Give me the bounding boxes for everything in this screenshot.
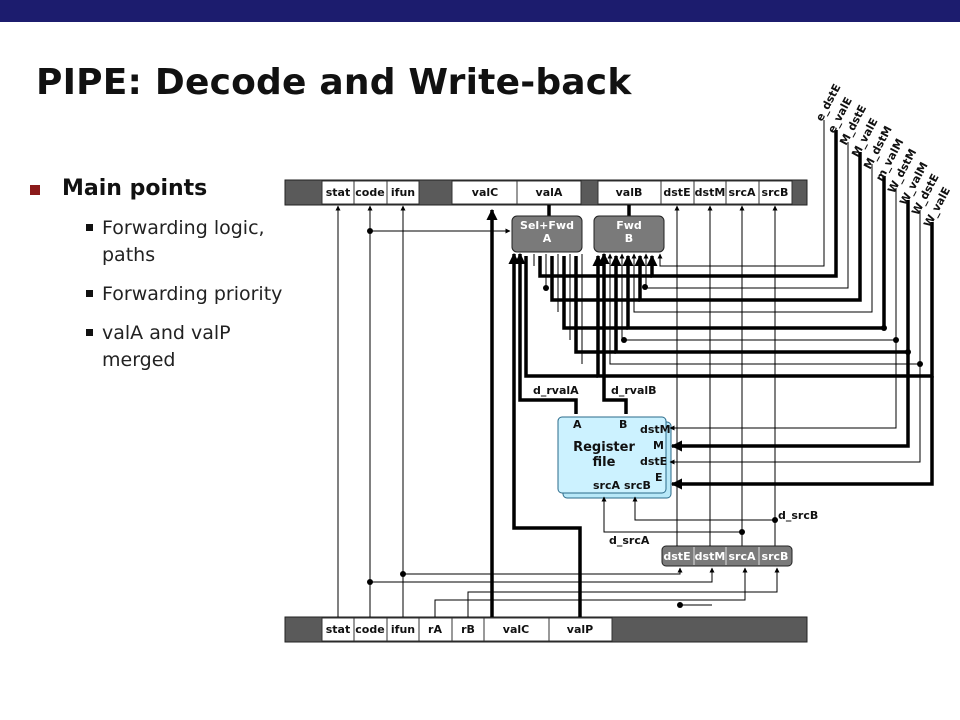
bullet-item: Forwarding logic, paths bbox=[28, 215, 328, 269]
fwd-b-label: Fwd bbox=[616, 219, 642, 232]
d-field-label: valP bbox=[567, 623, 593, 636]
decode-output-wires bbox=[674, 205, 778, 546]
d-field-label: stat bbox=[326, 623, 351, 636]
e-field-label: stat bbox=[326, 186, 351, 199]
decode-field-label: srcB bbox=[762, 550, 789, 563]
e-field-label: srcB bbox=[762, 186, 789, 199]
d-rvalb-label: d_rvalB bbox=[611, 384, 657, 397]
junction-dots bbox=[367, 228, 923, 608]
e-field-label: ifun bbox=[391, 186, 415, 199]
e-field-label: code bbox=[355, 186, 384, 199]
d-srca-label: d_srcA bbox=[609, 534, 650, 547]
sel-fwd-label: Sel+Fwd bbox=[520, 219, 574, 232]
e-field-label: dstE bbox=[663, 186, 690, 199]
regfile-title: Register bbox=[573, 440, 635, 455]
e-field-label: dstM bbox=[695, 186, 726, 199]
e-field-label: valC bbox=[472, 186, 498, 199]
bullet-item-text: paths bbox=[102, 244, 156, 266]
fwd-b-label: B bbox=[625, 232, 633, 245]
regfile-e: E bbox=[655, 471, 663, 484]
pass-through-wires bbox=[335, 205, 780, 617]
d-field-label: code bbox=[355, 623, 384, 636]
e-field-label: valA bbox=[536, 186, 563, 199]
e-field-label: srcA bbox=[728, 186, 755, 199]
regfile-srcb: srcB bbox=[624, 479, 651, 492]
bullet-main-text: Main points bbox=[62, 176, 208, 201]
d-srcb-label: d_srcB bbox=[778, 509, 818, 522]
d-rvala-label: d_rvalA bbox=[533, 384, 579, 397]
d-field-label: ifun bbox=[391, 623, 415, 636]
decode-field-label: srcA bbox=[728, 550, 755, 563]
d-field-label: valC bbox=[503, 623, 529, 636]
bullet-item: Forwarding priority bbox=[28, 281, 328, 308]
forwarding-wires bbox=[524, 120, 934, 378]
bullet-item-text: Forwarding priority bbox=[102, 283, 283, 305]
bullet-square-icon bbox=[86, 290, 93, 297]
fwd-b-block bbox=[593, 215, 665, 253]
bullet-item-text: Forwarding logic, bbox=[102, 217, 265, 239]
thick-data-paths bbox=[486, 205, 631, 617]
regfile-srca: srcA bbox=[593, 479, 620, 492]
regfile-title: file bbox=[593, 455, 616, 470]
sel-fwd-a-block bbox=[511, 215, 583, 253]
top-bar bbox=[0, 0, 960, 22]
sel-fwd-label: A bbox=[543, 232, 552, 245]
bullet-square-icon bbox=[30, 185, 40, 195]
regfile-port-a: A bbox=[573, 418, 582, 431]
bullet-list: Main points Forwarding logic, paths Forwa… bbox=[28, 176, 328, 374]
d-field-label: rB bbox=[461, 623, 475, 636]
bullet-square-icon bbox=[86, 224, 93, 231]
decode-field-label: dstE bbox=[663, 550, 690, 563]
bullet-main: Main points bbox=[28, 176, 328, 201]
regfile-port-b: B bbox=[619, 418, 627, 431]
bullet-square-icon bbox=[86, 329, 93, 336]
regfile-dste: dstE bbox=[640, 455, 667, 468]
slide-title: PIPE: Decode and Write-back bbox=[36, 62, 632, 103]
d-field-label: rA bbox=[428, 623, 442, 636]
bullet-item-text: merged bbox=[102, 349, 176, 371]
regfile-dstm: dstM bbox=[640, 423, 671, 436]
regfile-m: M bbox=[653, 439, 664, 452]
register-file bbox=[557, 416, 667, 494]
bullet-item: valA and valP merged bbox=[28, 320, 328, 374]
decode-field-label: dstM bbox=[695, 550, 726, 563]
bullet-item-text: valA and valP bbox=[102, 322, 231, 344]
e-field-label: valB bbox=[616, 186, 643, 199]
writeback-wires bbox=[601, 340, 934, 548]
